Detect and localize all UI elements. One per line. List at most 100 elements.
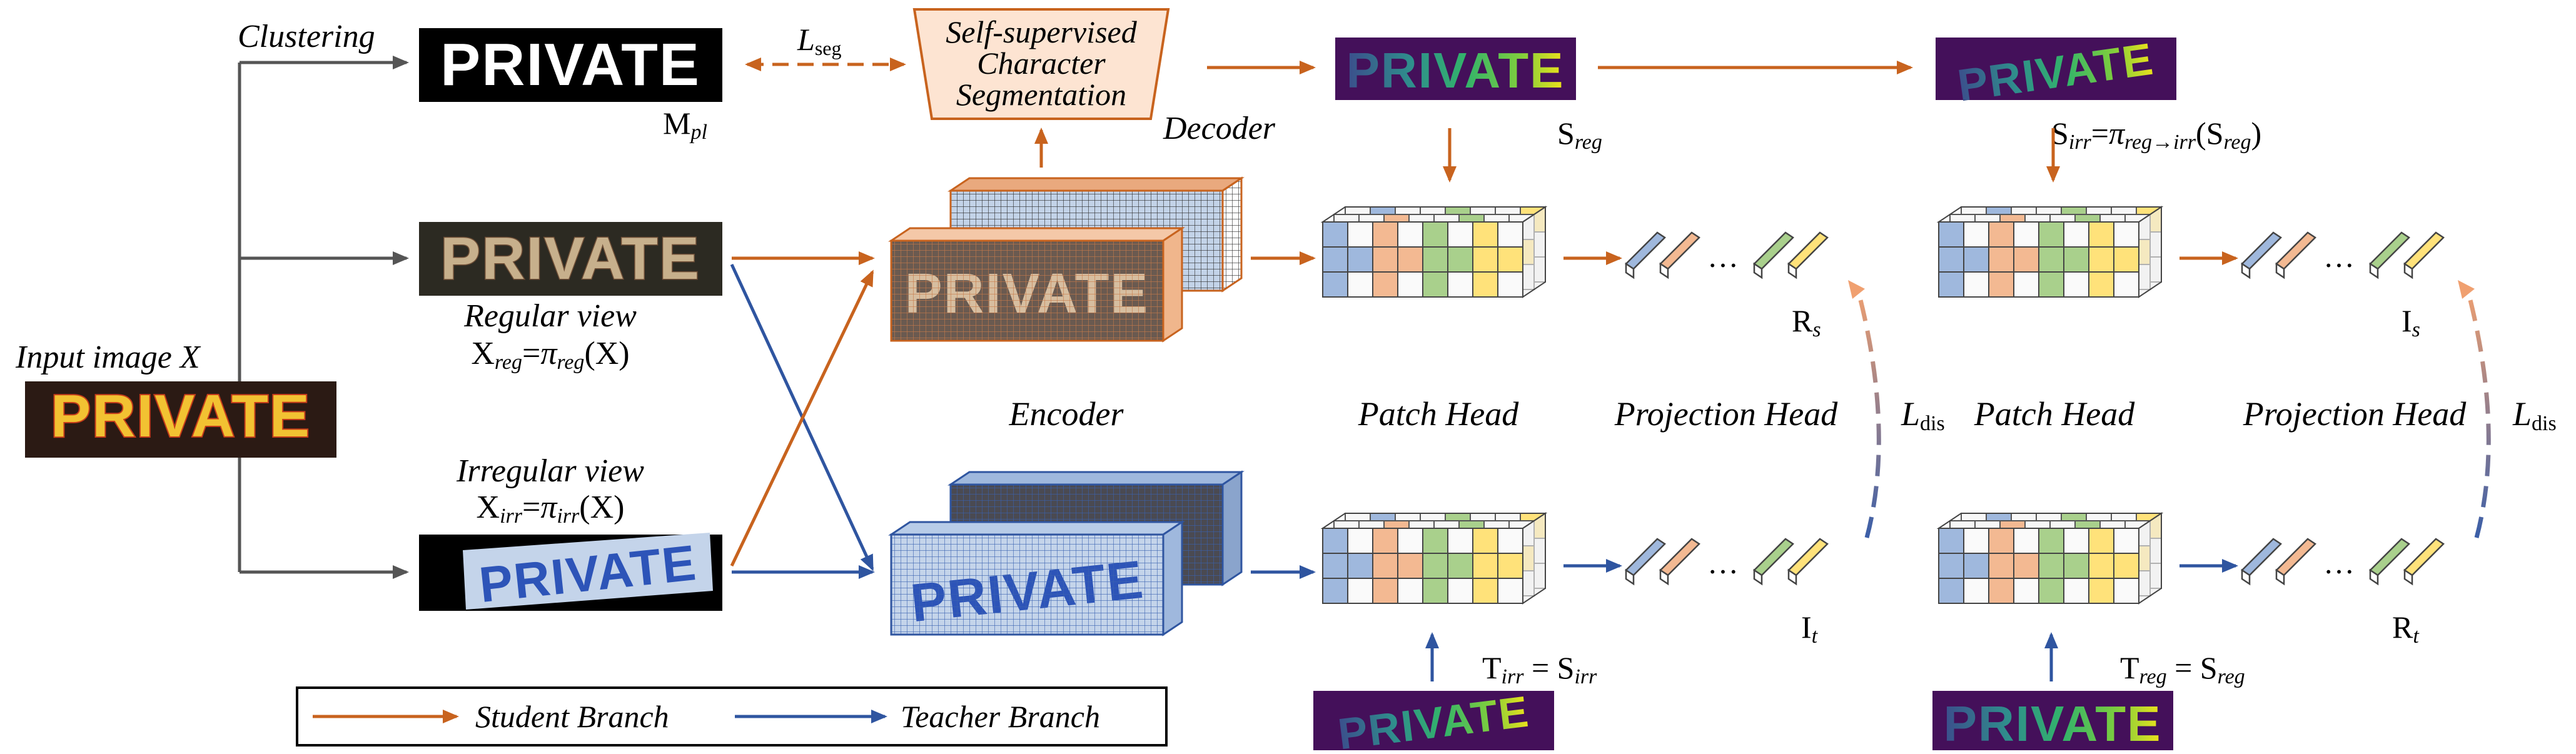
patch-cell [2063,246,2089,273]
projection-bar-end [1787,262,1797,279]
input-image-text: PRIVATE [51,383,311,450]
regular-view-image: PRIVATE [419,222,722,296]
patch-cell [1422,246,1448,273]
tirr-label: Tirr = Sirr [1482,650,1597,688]
is-label: Is [2402,303,2420,341]
patch-cell [1447,221,1473,248]
projection-vectors-1: … [1625,231,1829,279]
treg-image-text: PRIVATE [1944,696,2162,751]
patch-cell [2013,271,2039,298]
rs-label: Rs [1792,303,1821,341]
patch-cell [1422,528,1448,554]
projection-bar-end [1787,568,1797,586]
patch-head-grid-3 [1320,512,1548,605]
mask-image: PRIVATE [419,28,722,102]
patch-cell [1938,578,1964,604]
patch-cell [1347,578,1373,604]
ldis-arrowhead-2 [2458,280,2475,299]
patch-head-grid-4 [1936,512,2164,605]
patch-cell [2013,578,2039,604]
projection-bar-end [1753,568,1763,586]
patch-cell [1372,246,1398,273]
patch-side-face [2138,206,2162,298]
clustering-label: Clustering [238,19,375,54]
seg-line3: Segmentation [956,77,1126,112]
patch-cell [1963,553,1989,579]
seg-line1: Self-supervised [946,14,1137,49]
projection-bar-end [2275,262,2285,279]
projection-bar [2403,231,2445,270]
projection-bar [1753,231,1794,270]
patch-cell [1397,528,1423,554]
patch-head-grid-1 [1320,206,1548,298]
patch-cell [1397,578,1423,604]
projection-head-label-2: Projection Head [2243,395,2467,433]
patch-cell [2038,221,2064,248]
projection-ellipsis: … [2323,545,2355,580]
projection-bar [2275,538,2316,576]
patch-cell [2013,528,2039,554]
projection-bar [2403,538,2445,576]
patch-cell [1938,528,1964,554]
projection-bar [1625,231,1666,270]
projection-ellipsis: … [2323,239,2355,274]
projection-ellipsis: … [1707,545,1739,580]
input-image-label: Input image X [15,339,201,375]
student-arrow-irregular [730,269,874,567]
patch-cell [1497,528,1523,554]
patch-cell [1422,221,1448,248]
projection-bar-end [2241,568,2251,586]
sirr-image: PRIVATE [1936,34,2176,111]
patch-cell [2113,246,2139,273]
patch-cell [2113,578,2139,604]
patch-cell [2038,553,2064,579]
patch-cell [1422,553,1448,579]
sirr-formula: Sirr=πreg→irr(Sreg) [2051,116,2261,154]
patch-cell [2088,528,2114,554]
legend-teacher-label: Teacher Branch [901,699,1100,734]
projection-bar [2241,231,2282,270]
patch-cell [1497,578,1523,604]
patch-cell [2113,271,2139,298]
input-image: PRIVATE [25,381,336,458]
decoder-label: Decoder [1163,111,1276,146]
xreg-formula: Xreg=πreg(X) [471,336,629,374]
projection-bar-end [2275,568,2285,586]
patch-cell [1322,553,1348,579]
patch-cell [2113,221,2139,248]
patch-cell [1963,578,1989,604]
patch-cell [1497,271,1523,298]
projection-bar-end [2241,262,2251,279]
projection-bar-end [1659,568,1669,586]
patch-cell [1938,246,1964,273]
projection-bar [1659,231,1700,270]
patch-cell [1322,271,1348,298]
patch-cell [1347,246,1373,273]
mpl-label: Mpl [663,106,707,144]
student-encoder: PRIVATE [888,176,1245,343]
patch-cell [2063,271,2089,298]
patch-cell [1372,578,1398,604]
teacher-encoder: PRIVATE [888,470,1245,636]
patch-cell [1497,246,1523,273]
segmentation-module: Self-supervised Character Segmentation [912,8,1170,120]
seg-line2: Character [977,46,1106,81]
patch-cell [2088,578,2114,604]
treg-label: Treg = Sreg [2120,650,2245,688]
patch-cell [1988,271,2014,298]
projection-bar-end [2403,568,2413,586]
patch-cell [2013,553,2039,579]
projection-bar-end [1625,568,1635,586]
irregular-view-image: PRIVATE [419,533,722,613]
ldis-label-1: Ldis [1901,395,1945,435]
patch-cell [1447,246,1473,273]
patch-cell [2063,221,2089,248]
projection-vectors-4: … [2241,538,2445,586]
regular-view-label: Regular view [463,298,637,334]
patch-cell [1497,221,1523,248]
patch-cell [2063,553,2089,579]
ldis-curve-2 [2465,287,2491,538]
patch-side-face [1522,206,1546,298]
patch-cell [1422,578,1448,604]
